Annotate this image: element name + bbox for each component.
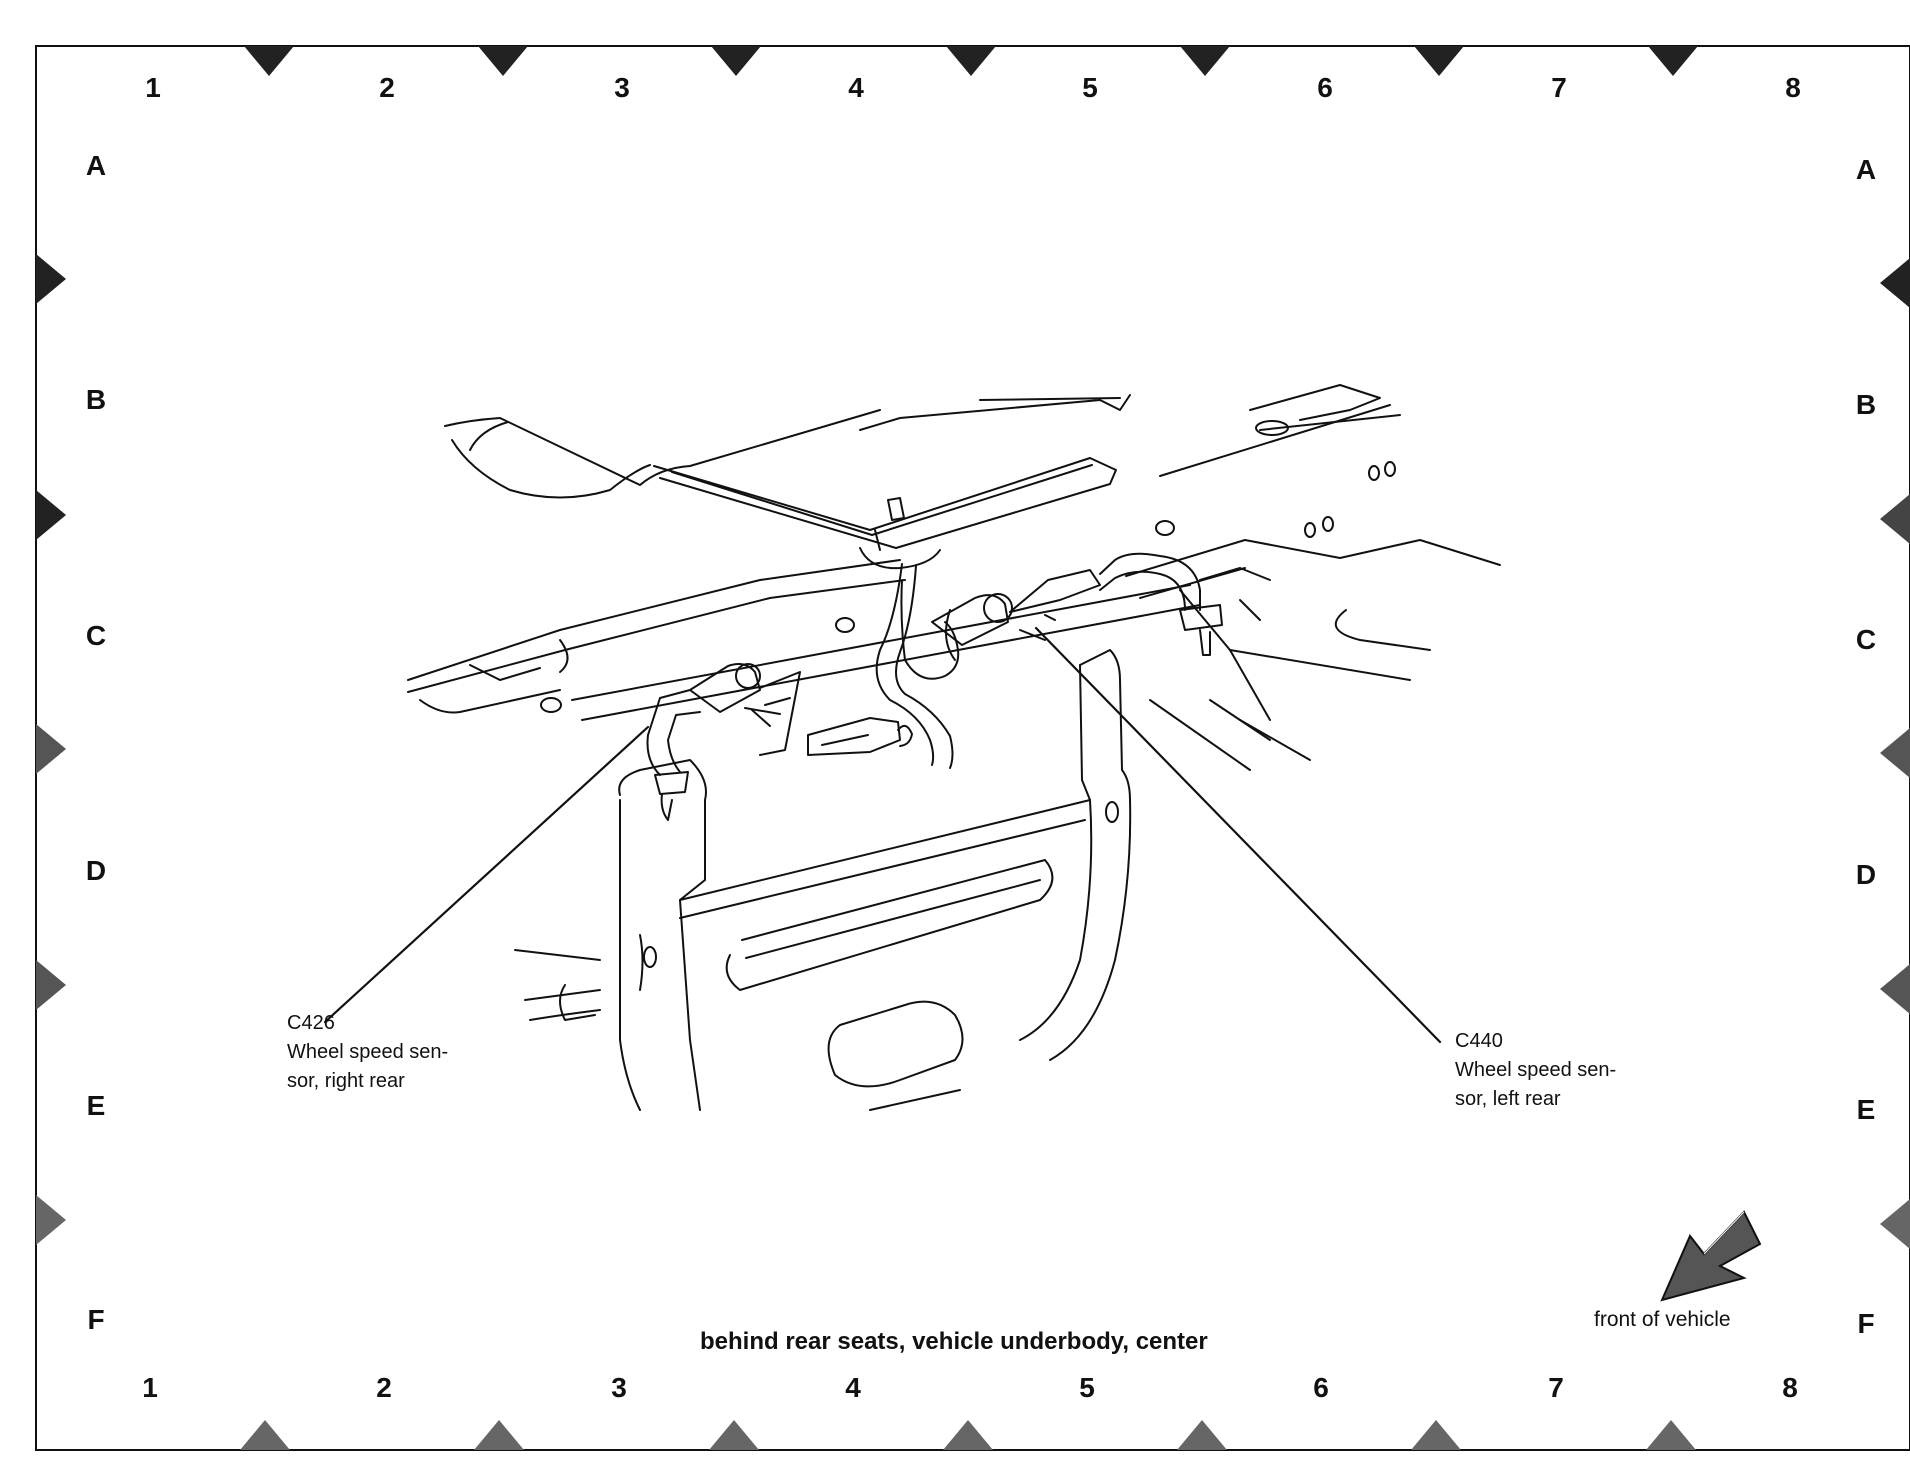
underbody-illustration [323, 384, 1501, 1111]
front-of-vehicle-label: front of vehicle [1594, 1308, 1731, 1331]
col-label-5-top: 5 [1082, 72, 1098, 103]
col-label-3-top: 3 [614, 72, 630, 103]
row-label-a-left: A [85, 150, 107, 181]
diagram-border [35, 45, 1910, 1451]
col-label-6-bottom: 6 [1313, 1372, 1329, 1403]
callout-c440: C440 Wheel speed sen- sor, left rear [1455, 1027, 1616, 1114]
col-label-1-bottom: 1 [142, 1372, 158, 1403]
connector-id-c426: C426 [287, 1012, 335, 1034]
row-label-c-right: C [1855, 624, 1877, 655]
col-label-6-top: 6 [1317, 72, 1333, 103]
col-label-1-top: 1 [145, 72, 161, 103]
col-label-8-top: 8 [1785, 72, 1801, 103]
description-c440-line2: sor, left rear [1455, 1088, 1561, 1110]
row-label-f-right: F [1857, 1308, 1875, 1339]
row-label-c-left: C [85, 620, 107, 651]
row-label-b-left: B [85, 384, 107, 415]
row-label-b-right: B [1855, 389, 1877, 420]
grid-markers-right [1880, 258, 1910, 1249]
c426-leader-line [323, 725, 650, 1024]
description-c426-line1: Wheel speed sen- [287, 1041, 449, 1063]
col-label-7-top: 7 [1551, 72, 1567, 103]
grid-markers-bottom [240, 1420, 1696, 1450]
col-label-2-bottom: 2 [376, 1372, 392, 1403]
col-label-4-top: 4 [848, 72, 864, 103]
description-c440-line1: Wheel speed sen- [1455, 1059, 1617, 1081]
row-label-e-left: E [86, 1090, 106, 1121]
location-caption: behind rear seats, vehicle underbody, ce… [700, 1328, 1208, 1355]
description-c426-line2: sor, right rear [287, 1070, 405, 1092]
col-label-5-bottom: 5 [1079, 1372, 1095, 1403]
row-label-d-left: D [85, 855, 107, 886]
c440-leader-line [1034, 626, 1442, 1044]
col-label-3-bottom: 3 [611, 1372, 627, 1403]
grid-markers-left [36, 254, 66, 1245]
col-label-8-bottom: 8 [1782, 1372, 1798, 1403]
col-label-7-bottom: 7 [1548, 1372, 1564, 1403]
callout-c426: C426 Wheel speed sen- sor, right rear [287, 1009, 448, 1096]
grid-markers-top [244, 46, 1698, 76]
col-label-4-bottom: 4 [845, 1372, 861, 1403]
front-arrow-icon [1660, 1210, 1762, 1302]
connector-id-c440: C440 [1455, 1030, 1503, 1052]
row-label-f-left: F [87, 1304, 105, 1335]
row-label-a-right: A [1855, 154, 1877, 185]
row-label-e-right: E [1856, 1094, 1876, 1125]
row-label-d-right: D [1855, 859, 1877, 890]
col-label-2-top: 2 [379, 72, 395, 103]
